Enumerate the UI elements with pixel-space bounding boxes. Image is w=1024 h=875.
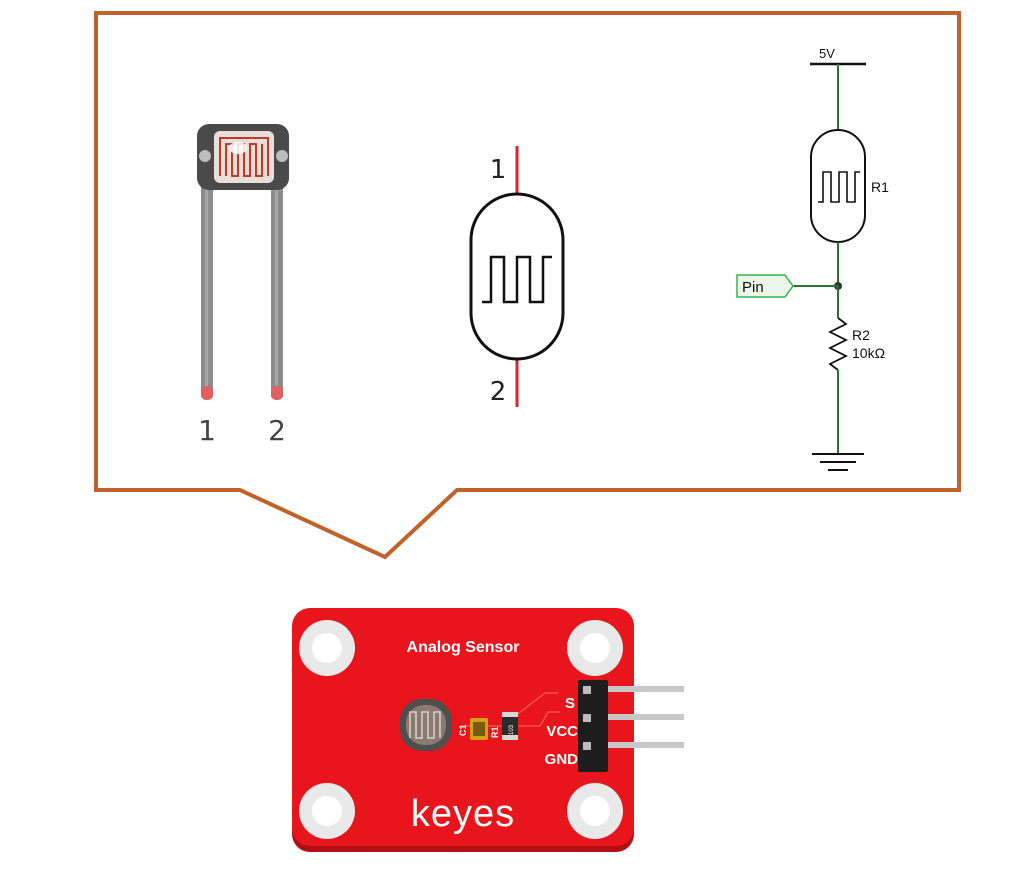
- board-part-r1: R1: [490, 726, 500, 738]
- pin-label: Pin: [742, 279, 764, 296]
- board-part-c1: C1: [458, 724, 468, 736]
- sensor-board: [292, 608, 684, 852]
- mounting-holes: [299, 620, 623, 839]
- supply-label: 5V: [819, 46, 835, 61]
- resistor-code-label: 103: [509, 724, 515, 735]
- ldr-ref-label: R1: [871, 179, 889, 195]
- resistor-value-label: 10kΩ: [852, 345, 885, 361]
- photoresistor-illustration: [197, 124, 289, 400]
- board-pin-vcc: VCC: [546, 723, 578, 740]
- divider-schematic: [736, 62, 866, 471]
- board-pin-gnd: GND: [545, 751, 579, 768]
- lead-label-2: 2: [268, 414, 286, 447]
- board-pin-s: S: [565, 695, 575, 712]
- board-brand: keyes: [411, 793, 515, 835]
- resistor-ref-label: R2: [852, 327, 870, 343]
- pin-header: [578, 680, 684, 772]
- symbol-pin-2-label: 2: [490, 377, 507, 407]
- ldr-symbol: [469, 146, 565, 407]
- lead-label-1: 1: [198, 414, 216, 447]
- board-title: Analog Sensor: [407, 639, 520, 656]
- symbol-pin-1-label: 1: [490, 155, 507, 185]
